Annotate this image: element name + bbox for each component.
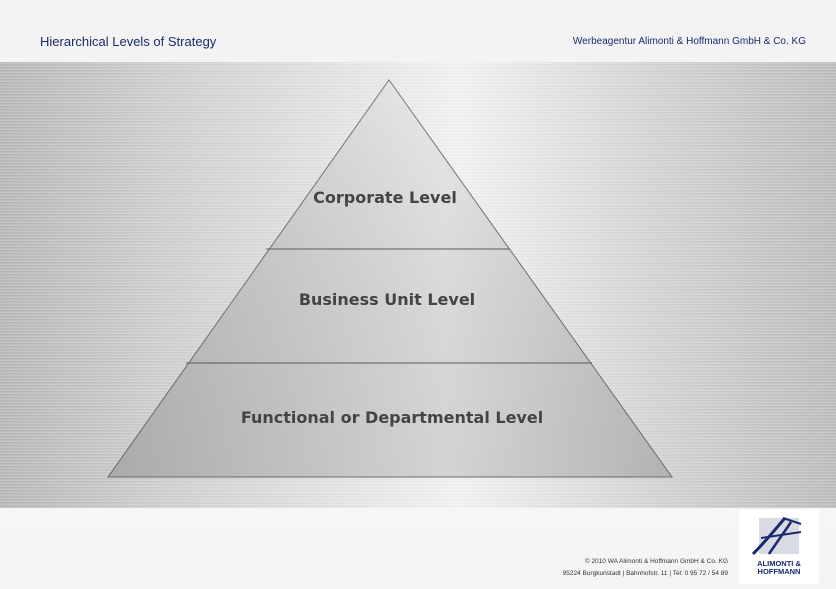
logo-text-line1: ALIMONTI & — [757, 559, 801, 568]
level-label-business-unit: Business Unit Level — [299, 290, 475, 309]
footer-address: 95224 Burgkunstadt | Bahnhofstr. 11 | Te… — [562, 570, 728, 577]
level-label-functional: Functional or Departmental Level — [241, 408, 543, 427]
level-label-corporate: Corporate Level — [313, 188, 457, 207]
page-title: Hierarchical Levels of Strategy — [40, 34, 217, 49]
company-name: Werbeagentur Alimonti & Hoffmann GmbH & … — [572, 36, 806, 47]
header: Hierarchical Levels of Strategy Werbeage… — [0, 0, 836, 62]
company-logo: ALIMONTI & HOFFMANN — [739, 510, 819, 584]
logo-text-line2: HOFFMANN — [757, 567, 801, 576]
logo-mark-icon — [751, 517, 802, 556]
pyramid-shape — [107, 79, 673, 478]
footer-copyright: © 2010 WA Alimonti & Hoffmann GmbH & Co.… — [584, 558, 728, 565]
strategy-pyramid: Corporate Level Business Unit Level Func… — [107, 79, 673, 478]
